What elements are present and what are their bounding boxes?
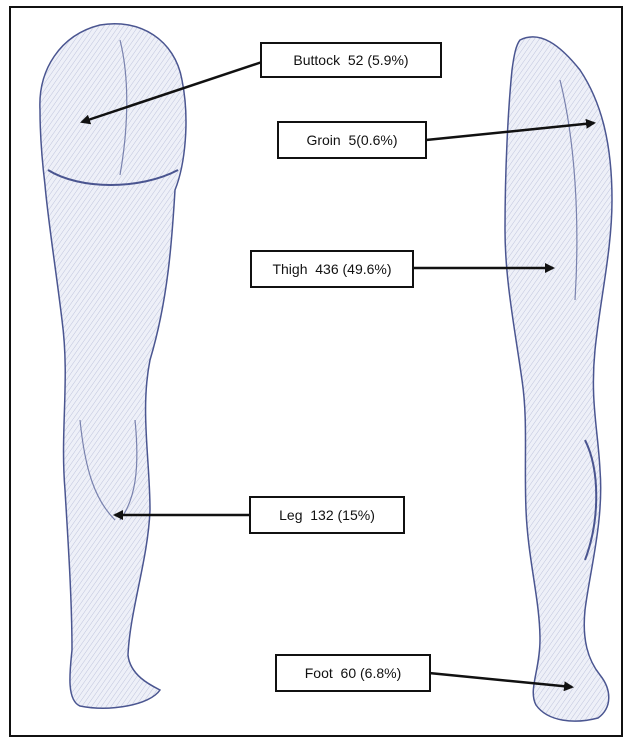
label-leg: Leg 132 (15%) [249,496,405,534]
label-thigh: Thigh 436 (49.6%) [250,250,414,288]
label-buttock: Buttock 52 (5.9%) [260,42,442,78]
posterior-leg-sketch [40,24,186,708]
label-groin: Groin 5(0.6%) [277,121,427,159]
label-foot: Foot 60 (6.8%) [275,654,431,692]
lateral-leg-sketch [505,37,612,721]
